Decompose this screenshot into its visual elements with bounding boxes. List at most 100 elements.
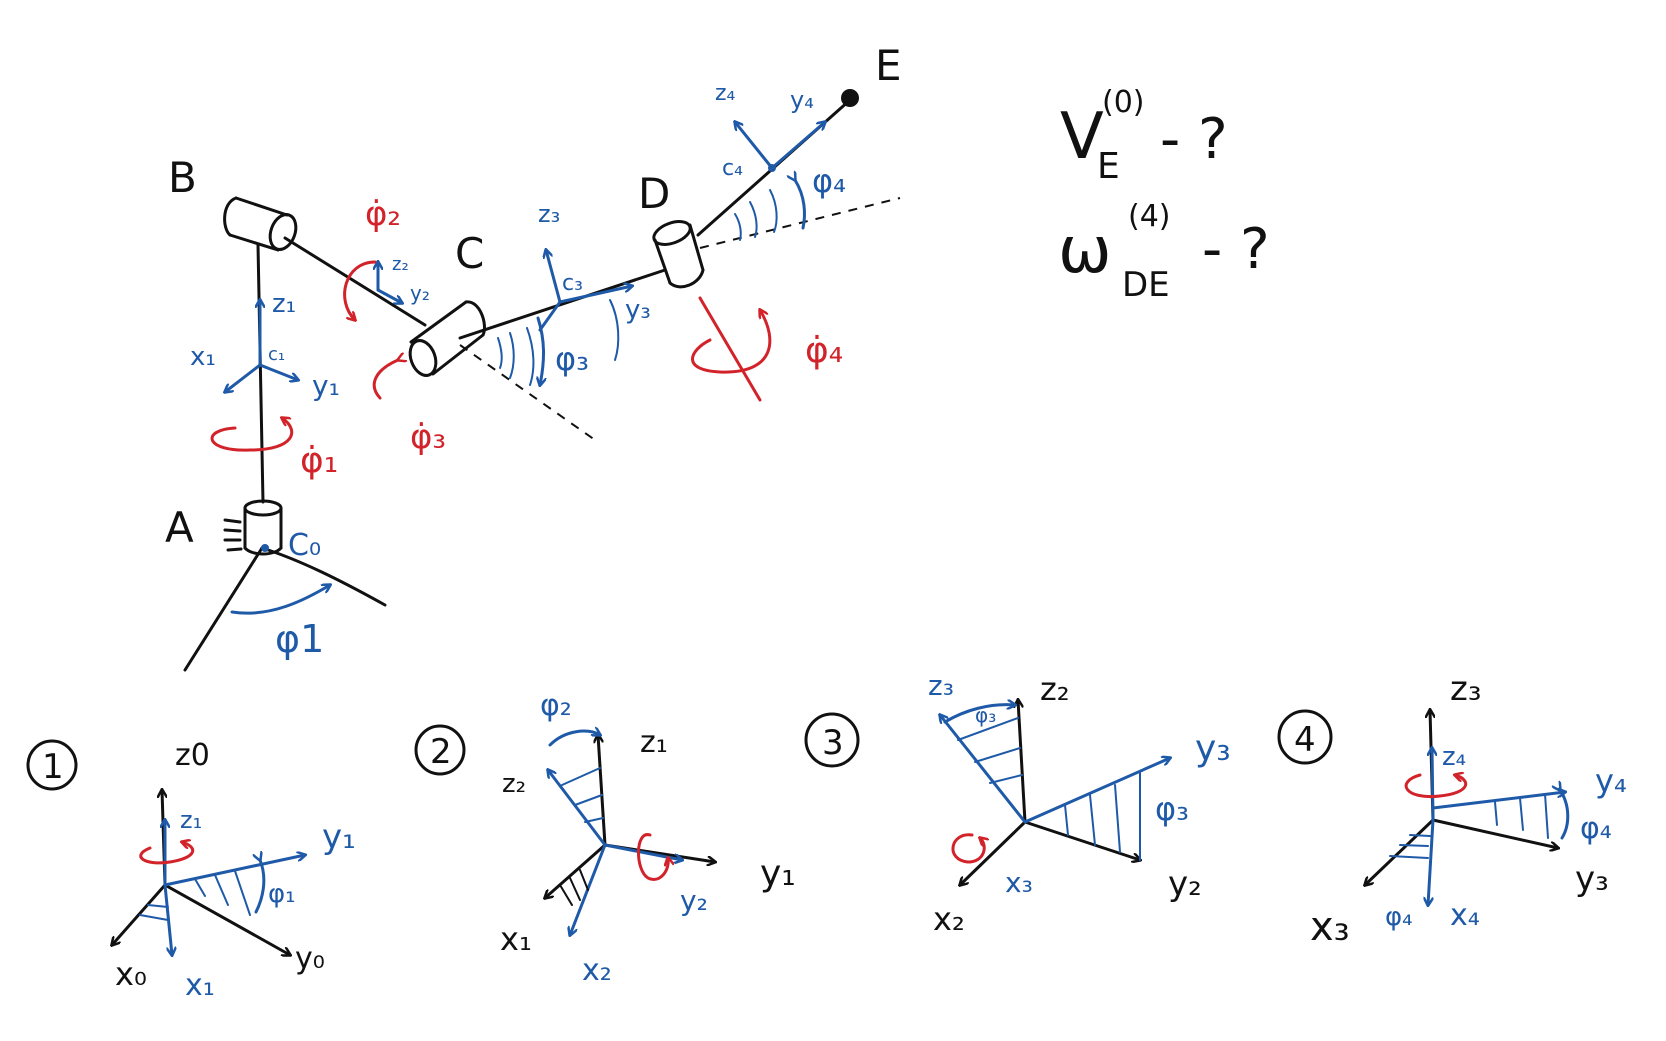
label-phi4: φ₄ [812, 162, 846, 200]
phi4-angle-arrow [795, 180, 806, 230]
p4-label-z4: z₄ [1442, 742, 1466, 772]
p2-hatching [561, 767, 604, 823]
axis-z3 [546, 250, 562, 304]
p3-hatching [957, 717, 1141, 861]
dashed-line-c [459, 344, 596, 441]
joint-c-cylinder [408, 300, 486, 377]
p4-hatching [1389, 793, 1549, 859]
rotation-arrow-phi3 [372, 360, 398, 400]
label-phi3-dot: φ̇₃ [410, 417, 446, 457]
p2-rotation-arrow [637, 833, 668, 881]
panel-3-number: 3 [822, 723, 844, 763]
label-y4: y₄ [790, 86, 814, 114]
axis-z4 [735, 122, 774, 170]
p2-label-z1: z₁ [640, 725, 668, 760]
p3-axis-z2 [1018, 700, 1027, 824]
p2-hatching-lower [559, 869, 589, 906]
ground-line-left [183, 546, 264, 672]
label-c3: c₃ [562, 271, 583, 296]
panel-1-circle [26, 739, 78, 791]
p4-label-x3: x₃ [1310, 904, 1350, 950]
q1-symbol: V [1060, 100, 1104, 174]
p4-label-x4: x₄ [1450, 898, 1480, 933]
p3-axis-y2 [1023, 820, 1140, 860]
axis-y3 [558, 286, 632, 304]
label-c: C [455, 229, 484, 278]
p2-label-y1: y₁ [760, 853, 796, 894]
q2-suffix: - ? [1202, 217, 1270, 282]
p4-angle-arrow [1560, 790, 1570, 840]
frame-c3 [538, 250, 632, 332]
label-y2: y₂ [410, 281, 430, 305]
q1-superscript: (0) [1102, 85, 1145, 120]
label-phi2-dot: φ̇₂ [365, 194, 401, 234]
axis-x1 [225, 363, 262, 392]
p4-label-phi4-right: φ₄ [1580, 811, 1612, 846]
rotation-arrow-phi2 [343, 260, 377, 320]
label-a: A [165, 503, 194, 552]
label-z1: z₁ [272, 289, 296, 319]
p2-axis-y2 [603, 843, 682, 860]
p3-label-z2: z₂ [1040, 670, 1070, 708]
p4-label-phi4-left: φ₄ [1385, 902, 1413, 932]
p1-label-phi1: φ₁ [268, 879, 296, 909]
panel-4: 4 z₃ z₄ y₄ φ₄ y₃ x₃ φ₄ x₄ [1277, 669, 1627, 950]
p3-label-z3: z₃ [928, 669, 954, 702]
frame-c2 [378, 262, 402, 303]
panel-1-number: 1 [42, 747, 64, 787]
p1-hatching [139, 870, 251, 921]
p3-label-x2: x₂ [933, 900, 965, 938]
q1-subscript: E [1097, 146, 1120, 187]
p3-label-y2: y₂ [1168, 864, 1202, 904]
p3-label-y3: y₃ [1195, 728, 1231, 769]
frame-c1 [225, 300, 298, 392]
phi4-hatching [734, 189, 778, 241]
phi3-angle-arrow [538, 316, 544, 385]
robot-arm [183, 89, 901, 672]
dashed-line-d [699, 197, 901, 249]
p2-label-z2: z₂ [502, 769, 526, 799]
label-z4: z₄ [715, 81, 736, 106]
label-c1: c₁ [268, 344, 285, 365]
axis-y4 [770, 122, 825, 170]
p2-label-x2: x₂ [582, 953, 612, 988]
p1-label-x1: x₁ [185, 968, 215, 1003]
p2-axis-z2 [548, 770, 607, 847]
p3-axis-y3 [1023, 758, 1170, 824]
label-phi3: φ₃ [555, 340, 589, 378]
p4-rotation-arrow [1404, 775, 1468, 799]
frame-c4 [735, 122, 825, 172]
q2-symbol: ω [1058, 214, 1112, 288]
link-ab [256, 243, 265, 504]
label-z3: z₃ [538, 200, 560, 228]
panel-4-circle [1277, 709, 1333, 765]
p1-rotation-arrow [139, 842, 195, 865]
p2-label-x1: x₁ [500, 920, 532, 958]
arm-labels: A B C D E C₀ c₁ z₁ x₁ y₁ z₂ y₂ c₃ z₃ y₃ … [165, 41, 902, 661]
rotation-arrow-phi4 [691, 310, 772, 374]
p1-label-y0: y₀ [295, 941, 325, 976]
p1-label-z0: z0 [175, 738, 210, 773]
q2-superscript: (4) [1128, 199, 1171, 234]
p2-axis-z1 [598, 735, 607, 847]
p1-axis-y0 [163, 883, 290, 955]
label-y3: y₃ [625, 295, 651, 325]
joint-b-cylinder [223, 196, 298, 252]
p1-label-z1: z₁ [180, 806, 202, 834]
rotation-arrow-phi1 [210, 418, 294, 452]
ground-line-right [260, 546, 387, 607]
p4-axis-x3 [1365, 818, 1435, 885]
panel-1: 1 z0 x₀ y₀ z₁ x₁ y₁ φ₁ [26, 738, 356, 1003]
p3-axis-x2 [960, 820, 1027, 885]
label-e: E [875, 41, 902, 90]
p1-angle-arrow [256, 860, 266, 914]
axis-y1 [258, 363, 298, 380]
p4-axis-x4 [1428, 818, 1435, 905]
panel-2-circle [414, 724, 466, 776]
panel-3-circle [804, 712, 860, 768]
end-effector-e [841, 89, 859, 107]
label-x1: x₁ [190, 342, 216, 372]
joint-d-cylinder [652, 220, 705, 289]
